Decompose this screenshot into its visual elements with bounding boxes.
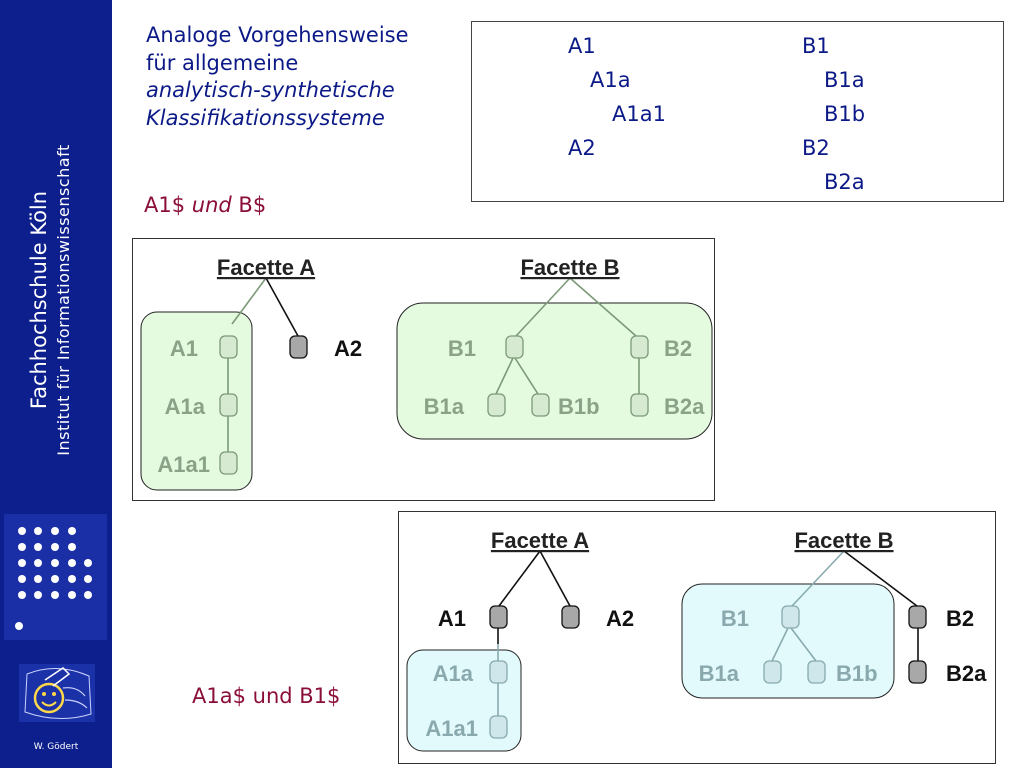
diagram-2-inner-nodes (489, 605, 826, 739)
node-a1a1-2 (489, 715, 508, 739)
notation-a1: A1 (568, 34, 596, 58)
notation-a1a1: A1a1 (612, 102, 666, 126)
diagram-2-inner-labels: A1a A1a1 B1 B1a B1b (425, 606, 877, 741)
node-b1-2 (781, 605, 800, 629)
label-node-b2: B2 (664, 336, 692, 361)
notation-box: A1 A1a A1a1 A2 B1 B1a B1b B2 B2a (471, 21, 1004, 202)
notation-b1: B1 (802, 34, 830, 58)
label-b-part: B$ (238, 193, 267, 217)
diagram-2-outer-labels: A1 A2 B2 B2a (438, 606, 987, 686)
label-node-a1a1-2: A1a1 (425, 716, 478, 741)
diagram-1-inner-nodes (219, 335, 649, 475)
node-b1b-2 (807, 660, 826, 684)
notation-a1a: A1a (590, 68, 631, 92)
dot-pattern (4, 514, 107, 640)
facet-a-title-2: Facette A (491, 528, 589, 553)
diagram-2-inner-edges (497, 550, 845, 716)
node-b2a (630, 393, 649, 417)
label-a1-part: A1$ (144, 193, 186, 217)
label-a1-und-b: A1$ und B$ (144, 193, 266, 217)
region-b1 (681, 583, 895, 699)
label-node-a2: A2 (334, 336, 362, 361)
notation-b2a: B2a (824, 170, 865, 194)
node-b1a-2 (763, 660, 782, 684)
notation-b2: B2 (802, 136, 830, 160)
label-node-b1a-2: B1a (699, 661, 740, 686)
node-b1b (531, 393, 550, 417)
node-a1 (219, 335, 238, 359)
label-node-a1a-2: A1a (433, 661, 474, 686)
diagram-2-edges (497, 550, 919, 661)
diagram-1-inner-labels: A1 A1a A1a1 B1 B1a B1b B2 B2a (157, 336, 705, 477)
diagram-1-edges (265, 277, 299, 337)
label-node-b1a: B1a (424, 394, 465, 419)
label-node-b1-2: B1 (721, 606, 749, 631)
node-a1a-2 (489, 660, 508, 684)
label-node-b1: B1 (448, 336, 476, 361)
node-a1-2 (489, 605, 508, 629)
institute-subtitle: Institut für Informationswissenschaft (54, 144, 73, 456)
notation-a2: A2 (568, 136, 596, 160)
label-node-a1a: A1a (165, 394, 206, 419)
slide-heading: Analoge Vorgehensweise für allgemeine an… (146, 22, 409, 132)
heading-line-1: Analoge Vorgehensweise (146, 23, 409, 47)
label-und: und (191, 193, 232, 217)
node-b2-2 (908, 605, 927, 629)
label-node-b2-2: B2 (946, 606, 974, 631)
node-b1 (505, 335, 524, 359)
label-node-b2a-2: B2a (946, 661, 987, 686)
notation-b1a: B1a (824, 68, 865, 92)
facet-b-title-2: Facette B (794, 528, 893, 553)
facet-diagram-1: Facette A Facette B A1 A1a A1a1 B1 B1a B… (132, 238, 715, 501)
node-b1a (487, 393, 506, 417)
label-node-b1b-2: B1b (836, 661, 878, 686)
facet-diagram-2: Facette A Facette B A1 A2 B2 B2a A1a A1a… (398, 511, 996, 764)
node-a2-2 (561, 605, 580, 629)
sidebar: Fachhochschule Köln Institut für Informa… (0, 0, 112, 768)
facet-a-title: Facette A (217, 255, 315, 280)
facet-b-title: Facette B (520, 255, 619, 280)
label-a1a-und-b1: A1a$ und B1$ (192, 684, 341, 708)
label-node-b1b: B1b (558, 394, 600, 419)
label-node-a2-2: A2 (606, 606, 634, 631)
diagram-1-inner-edges (227, 277, 640, 452)
dot-grid (15, 527, 92, 630)
label-node-a1a1: A1a1 (157, 452, 210, 477)
heading-line-2: für allgemeine (146, 50, 299, 75)
sidebar-title: Fachhochschule Köln Institut für Informa… (25, 90, 89, 510)
node-a2 (289, 335, 308, 359)
author-name: W. Gödert (33, 742, 79, 752)
node-a1a (219, 393, 238, 417)
label-node-b2a: B2a (664, 394, 705, 419)
notation-b1b: B1b (824, 102, 866, 126)
label-node-a1: A1 (170, 336, 198, 361)
diagram-2-outer-nodes (489, 605, 927, 684)
node-a1a1 (219, 451, 238, 475)
heading-line-4: Klassifikationssysteme (146, 105, 385, 130)
label-node-a1-2: A1 (438, 606, 466, 631)
smiley-face-icon (24, 667, 92, 720)
node-b2a-2 (908, 660, 927, 684)
heading-line-3: analytisch-synthetische (146, 78, 395, 102)
node-b2 (630, 335, 649, 359)
institution-name: Fachhochschule Köln (27, 190, 51, 410)
institute-logo (19, 664, 95, 722)
